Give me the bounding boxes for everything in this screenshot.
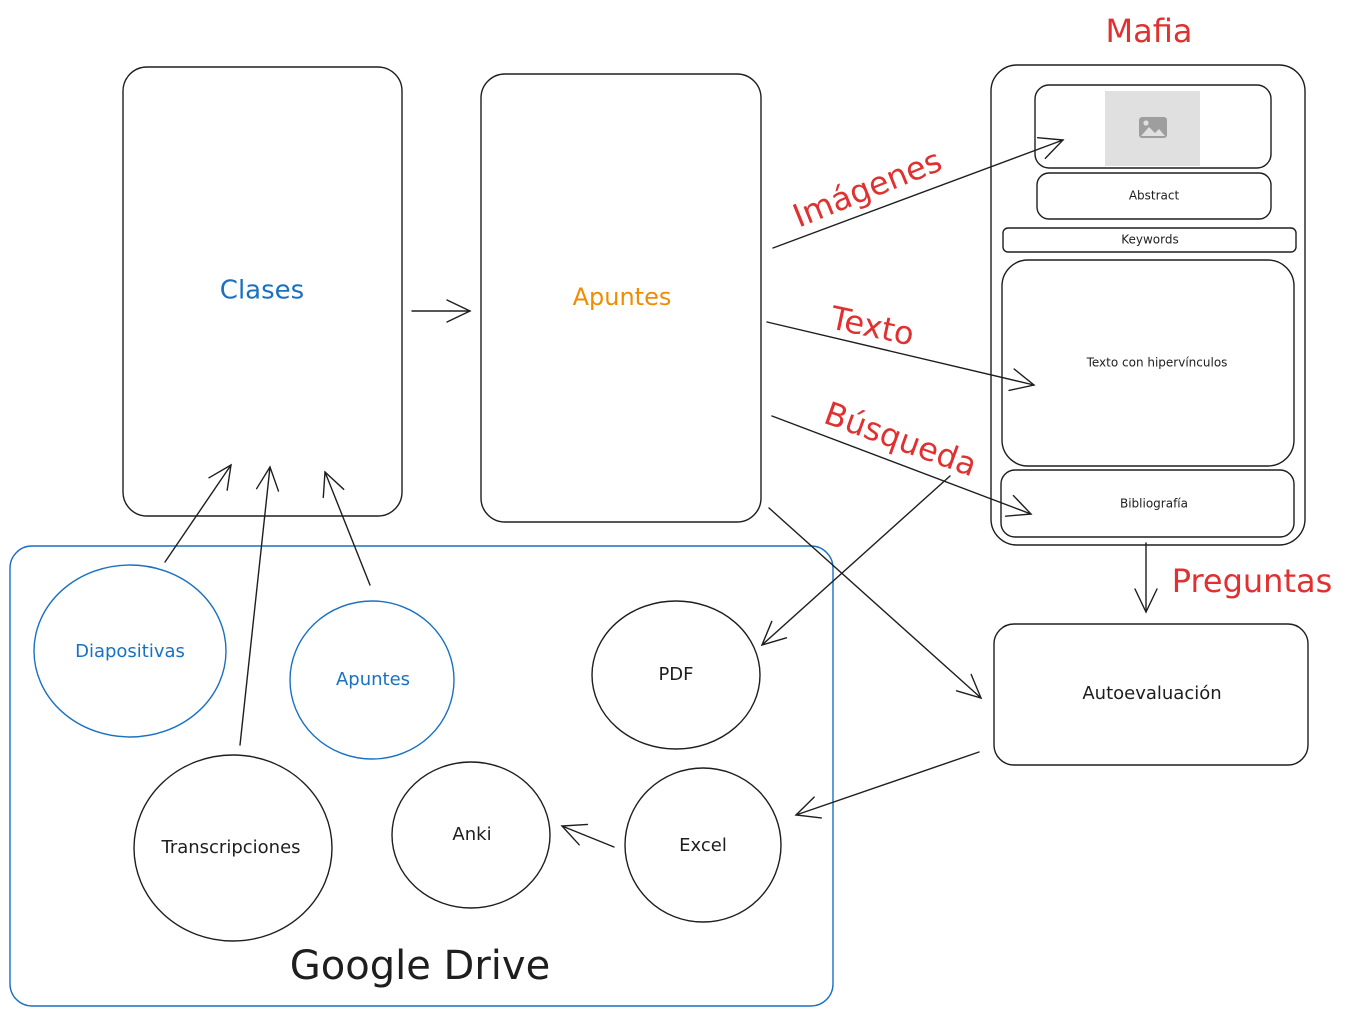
- mafia-bibliografia-label: Bibliografía: [1120, 497, 1188, 511]
- arrow-texto: [766, 321, 1036, 392]
- arrow-busqueda: [771, 415, 1033, 517]
- google-drive-container: [9, 545, 834, 1007]
- clases-box: [122, 66, 403, 517]
- autoevaluacion-box: [993, 623, 1309, 766]
- mafia-title: Mafia: [1106, 12, 1193, 50]
- transcripciones-label: Transcripciones: [160, 837, 300, 858]
- mafia-keywords-box: [1002, 227, 1297, 253]
- excel-label: Excel: [679, 835, 727, 856]
- edge-label-texto: Texto: [826, 298, 917, 353]
- mafia-image-card: [1034, 84, 1272, 169]
- mafia-abstract-label: Abstract: [1129, 189, 1180, 203]
- mafia-keywords-label: Keywords: [1121, 233, 1179, 247]
- arrow-autoevaluacion-to-excel: [794, 751, 980, 819]
- arrow-apuntes-to-autoevaluacion: [768, 507, 983, 700]
- mafia-panel: [990, 64, 1306, 546]
- mafia-texto-label: Texto con hipervínculos: [1086, 356, 1228, 370]
- autoevaluacion-label: Autoevaluación: [1082, 683, 1221, 704]
- excel-node: [624, 767, 782, 923]
- diapositivas-label: Diapositivas: [75, 641, 185, 662]
- arrow-apuntes-to-clases: [322, 470, 371, 586]
- arrow-imagenes: [772, 137, 1065, 249]
- diapositivas-node: [33, 564, 227, 738]
- pdf-node: [591, 600, 761, 750]
- anki-node: [391, 761, 551, 909]
- clases-label: Clases: [220, 276, 304, 306]
- drive-apuntes-label: Apuntes: [336, 669, 410, 690]
- transcripciones-node: [133, 754, 333, 942]
- apuntes-box-label: Apuntes: [573, 283, 672, 311]
- edge-label-imagenes: Imágenes: [787, 141, 947, 235]
- mafia-texto-box: [1001, 259, 1295, 467]
- arrow-busqueda-to-pdf: [760, 475, 951, 647]
- arrow-excel-to-anki: [560, 823, 615, 848]
- mafia-abstract-box: [1036, 172, 1272, 220]
- drive-apuntes-node: [289, 600, 455, 760]
- arrow-diapositivas-to-clases: [164, 463, 232, 563]
- apuntes-box: [480, 73, 762, 523]
- edge-label-preguntas: Preguntas: [1172, 562, 1333, 600]
- arrow-transcripciones-to-clases: [239, 465, 280, 746]
- anki-label: Anki: [452, 824, 491, 845]
- mafia-bibliografia-box: [1000, 469, 1295, 538]
- image-placeholder-icon: [1105, 91, 1200, 166]
- edge-label-busqueda: Búsqueda: [819, 394, 982, 484]
- pdf-label: PDF: [658, 664, 693, 685]
- google-drive-title: Google Drive: [290, 943, 550, 989]
